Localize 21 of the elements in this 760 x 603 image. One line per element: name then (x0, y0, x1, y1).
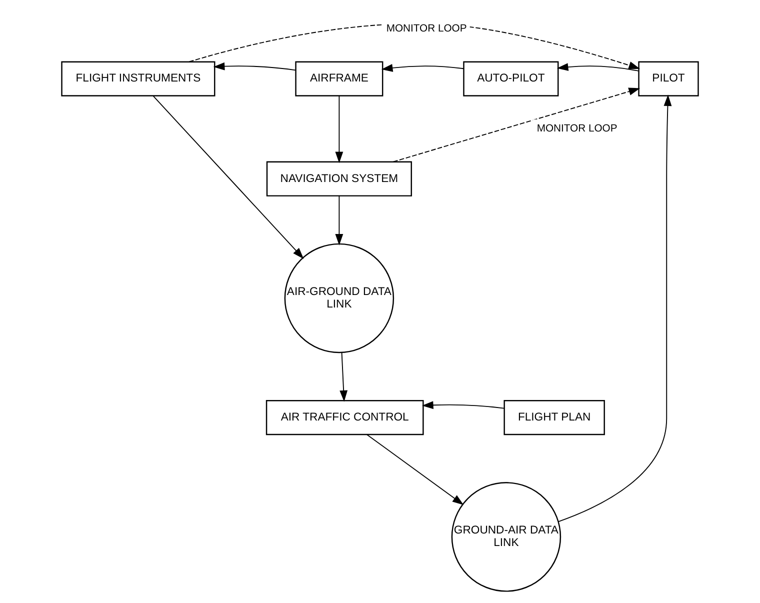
arrow (340, 352, 348, 402)
edge-label: MONITOR LOOP (386, 23, 467, 34)
arrow (213, 62, 296, 71)
arrow (556, 63, 639, 72)
node-circle: AIR-GROUND DATA LINK (284, 243, 394, 354)
arrow (422, 401, 505, 410)
node-box: NAVIGATION SYSTEM (266, 161, 412, 196)
arrow (335, 195, 344, 246)
arrow (366, 434, 464, 506)
arrow (152, 96, 304, 259)
arrow (335, 95, 344, 164)
edge-label: MONITOR LOOP (536, 123, 618, 134)
node-box: AUTO-PILOT (463, 61, 559, 96)
node-box: FLIGHT INSTRUMENTS (61, 61, 216, 96)
node-box: PILOT (638, 61, 699, 96)
arrow (381, 64, 464, 72)
node-box: FLIGHT PLAN (504, 400, 605, 436)
node-box: AIR TRAFFIC CONTROL (266, 400, 424, 436)
node-box: AIRFRAME (295, 61, 384, 96)
arrow (392, 88, 640, 162)
arrow (558, 94, 672, 522)
